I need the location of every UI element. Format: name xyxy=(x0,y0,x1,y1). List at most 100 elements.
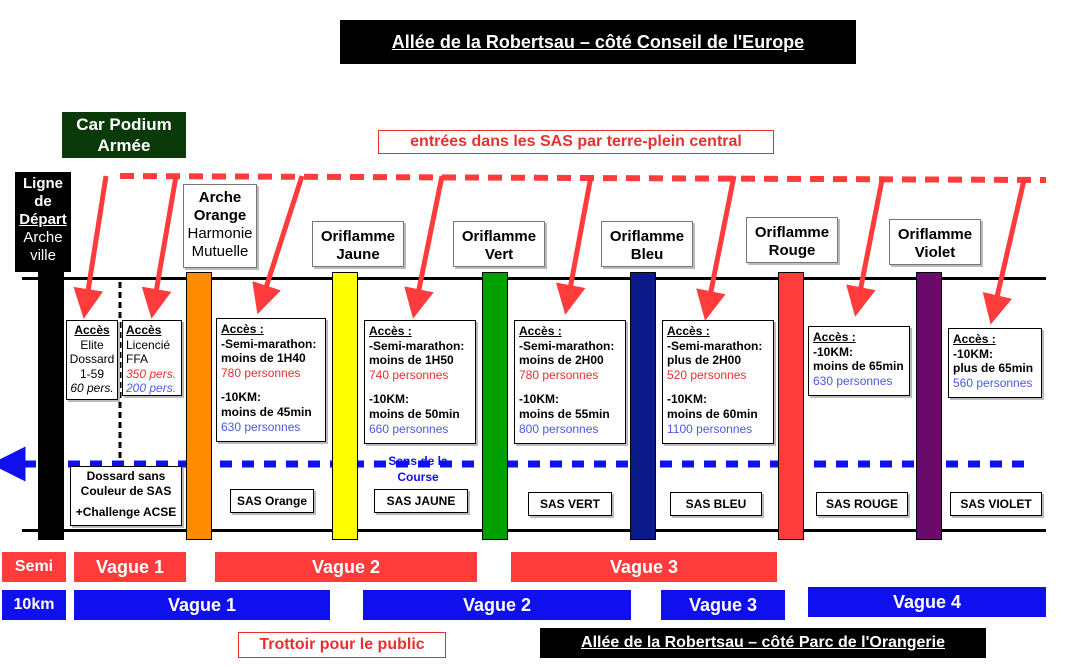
sas-jaune-semi-count: 740 personnes xyxy=(369,367,449,382)
dossard-l2: Couleur de SAS xyxy=(80,484,172,498)
km-vague-3: Vague 3 xyxy=(661,590,785,620)
sas-orange-km: -10KM: xyxy=(221,390,262,405)
arrow-sas-orange xyxy=(252,175,305,315)
licencie-red: 350 pers. xyxy=(126,366,177,381)
sas-jaune-info: Accès : -Semi-marathon: moins de 1H50 74… xyxy=(364,320,476,444)
licencie-box: Accès Licencié FFA 350 pers. 200 pers. xyxy=(122,320,182,396)
sas-rouge-info: Accès : -10KM: moins de 65min 630 person… xyxy=(808,326,910,396)
pillar-rouge xyxy=(778,272,804,540)
licencie-head: Accès xyxy=(126,323,162,337)
arrow-sas-jaune xyxy=(404,175,445,319)
sas-orange-km-count: 630 personnes xyxy=(221,419,301,434)
start-line-l3: Départ xyxy=(19,211,67,228)
sas-jaune-semi-cond: moins de 1H50 xyxy=(369,353,454,368)
arche-l2: Orange xyxy=(193,207,247,224)
oriflamme-violet-l1: Oriflamme xyxy=(897,226,973,243)
oriflamme-bleu-l1: Oriflamme xyxy=(609,228,685,245)
sas-orange-info: Accès : -Semi-marathon: moins de 1H40 78… xyxy=(216,318,326,442)
oriflamme-vert-l2: Vert xyxy=(484,246,514,263)
sas-bleu-km: -10KM: xyxy=(667,392,708,407)
sas-jaune-km: -10KM: xyxy=(369,392,410,407)
km-vague-4: Vague 4 xyxy=(808,587,1046,617)
sas-bleu-km-cond: moins de 60min xyxy=(667,406,758,421)
bottom-title: Allée de la Robertsau – côté Parc de l'O… xyxy=(540,628,986,658)
arche-l4: Mutuelle xyxy=(191,243,249,260)
oriflamme-rouge-l1: Oriflamme xyxy=(754,224,830,241)
start-line-l2: de xyxy=(34,193,52,210)
direction-label: Sens de la Course xyxy=(376,453,460,485)
sas-bleu-head: Accès : xyxy=(667,324,710,338)
pillar-violet xyxy=(916,272,942,540)
sas-violet-info: Accès : -10KM: plus de 65min 560 personn… xyxy=(948,328,1042,398)
sas-jaune-head: Accès : xyxy=(369,324,412,338)
arrow-sas-bleu xyxy=(696,175,737,321)
km-row-label: 10km xyxy=(2,590,66,620)
start-line-l5: ville xyxy=(30,247,56,264)
sas-rouge-head: Accès : xyxy=(813,330,856,344)
entries-dashed-line xyxy=(119,173,1047,183)
oriflamme-violet-flag: Oriflamme Violet xyxy=(889,219,981,265)
sas-bleu-semi-cond: plus de 2H00 xyxy=(667,353,742,368)
sas-label-violet: SAS VIOLET xyxy=(950,492,1042,516)
licencie-l1: Licencié xyxy=(126,337,171,352)
sas-bleu-info: Accès : -Semi-marathon: plus de 2H00 520… xyxy=(662,320,774,444)
sas-bleu-semi-count: 520 personnes xyxy=(667,367,747,382)
sas-violet-km-count: 560 personnes xyxy=(953,375,1033,390)
oriflamme-jaune-l2: Jaune xyxy=(336,246,380,263)
pillar-bleu xyxy=(630,272,656,540)
semi-row-label: Semi xyxy=(2,552,66,582)
elite-l3: 1-59 xyxy=(79,366,105,381)
arche-orange-flag: Arche Orange Harmonie Mutuelle xyxy=(183,184,257,268)
semi-vague-3: Vague 3 xyxy=(511,552,777,582)
arrow-sas-vert xyxy=(555,175,594,315)
arche-l1: Arche xyxy=(198,189,242,206)
sas-jaune-semi: -Semi-marathon: xyxy=(369,338,465,353)
sas-vert-km-cond: moins de 55min xyxy=(519,406,610,421)
arrow-sas-violet xyxy=(982,179,1027,325)
sas-label-orange: SAS Orange xyxy=(230,489,314,513)
sidewalk-label: Trottoir pour le public xyxy=(238,632,446,658)
oriflamme-vert-flag: Oriflamme Vert xyxy=(453,221,545,267)
elite-box: Accès Elite Dossard 1-59 60 pers. xyxy=(66,320,118,400)
sas-rouge-km-cond: moins de 65min xyxy=(813,359,904,374)
elite-l1: Elite xyxy=(80,337,104,352)
arche-l3: Harmonie xyxy=(187,225,253,242)
entries-label: entrées dans les SAS par terre-plein cen… xyxy=(378,130,774,154)
car-podium-box: Car Podium Armée xyxy=(62,112,186,158)
start-line-box: Ligne de Départ Arche ville xyxy=(15,172,71,272)
sas-orange-semi-count: 780 personnes xyxy=(221,365,301,380)
oriflamme-rouge-l2: Rouge xyxy=(768,242,816,259)
km-vague-1: Vague 1 xyxy=(74,590,330,620)
km-vague-2: Vague 2 xyxy=(363,590,631,620)
sas-vert-semi-cond: moins de 2H00 xyxy=(519,353,604,368)
pillar-jaune xyxy=(332,272,358,540)
oriflamme-bleu-l2: Bleu xyxy=(630,246,664,263)
oriflamme-bleu-flag: Oriflamme Bleu xyxy=(601,221,693,267)
sas-bleu-km-count: 1100 personnes xyxy=(667,421,753,436)
pillar-vert xyxy=(482,272,508,540)
sas-jaune-km-count: 660 personnes xyxy=(369,421,449,436)
car-podium-line1: Car Podium xyxy=(76,115,172,134)
arrow-licencie xyxy=(141,175,179,319)
sas-rouge-km: -10KM: xyxy=(813,344,854,359)
sas-label-rouge: SAS ROUGE xyxy=(816,492,908,516)
track-top-line xyxy=(22,277,1046,280)
start-pillar xyxy=(38,272,64,540)
arrow-sas-rouge xyxy=(846,179,885,317)
sas-label-bleu: SAS BLEU xyxy=(670,492,762,516)
semi-vague-2: Vague 2 xyxy=(215,552,477,582)
sas-orange-head: Accès : xyxy=(221,322,264,336)
oriflamme-vert-l1: Oriflamme xyxy=(461,228,537,245)
semi-vague-1: Vague 1 xyxy=(74,552,186,582)
car-podium-line2: Armée xyxy=(97,136,151,155)
elite-head: Accès xyxy=(74,323,110,337)
sas-vert-km-count: 800 personnes xyxy=(519,421,599,436)
sas-violet-head: Accès : xyxy=(953,332,996,346)
start-line-l4: Arche xyxy=(23,229,63,246)
licencie-blue: 200 pers. xyxy=(126,381,177,396)
start-line-l1: Ligne xyxy=(23,175,63,192)
dossard-box: Dossard sans Couleur de SAS +Challenge A… xyxy=(70,466,182,526)
direction-l2: Course xyxy=(397,470,439,484)
arrow-elite xyxy=(73,175,109,319)
sas-violet-km-cond: plus de 65min xyxy=(953,361,1034,376)
